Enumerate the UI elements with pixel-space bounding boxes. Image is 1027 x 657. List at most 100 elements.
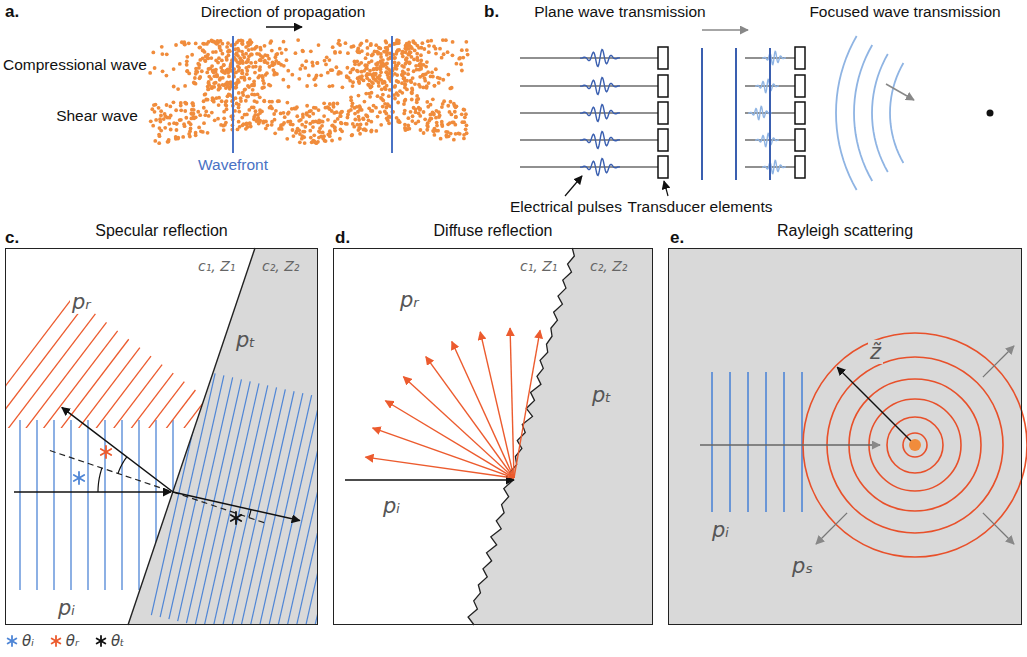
particle (418, 107, 422, 111)
wire (520, 112, 658, 113)
wire (520, 85, 658, 86)
incident-wavefront (138, 420, 139, 590)
particle (353, 62, 357, 66)
star-stroke (97, 639, 106, 644)
panel-title: Diffuse reflection (334, 222, 652, 240)
particle (172, 100, 176, 104)
transducer-element (795, 102, 805, 124)
particle (268, 84, 272, 88)
particle (204, 110, 208, 114)
particle (153, 66, 157, 70)
particle (395, 67, 399, 71)
angle-star (74, 472, 84, 484)
panel-frame: Diffuse reflection (333, 248, 653, 625)
transducer-element (658, 156, 668, 178)
particle (212, 100, 216, 104)
particle (350, 134, 354, 138)
transducer-element (795, 129, 805, 151)
scatter-direction (983, 346, 1014, 377)
focused-wavefront (854, 45, 872, 181)
particle (425, 123, 429, 127)
particle (245, 72, 249, 76)
particle (346, 51, 350, 55)
particle (415, 68, 419, 72)
transducer-element (658, 75, 668, 97)
particle (363, 100, 367, 104)
particle (451, 53, 455, 57)
particle (179, 101, 183, 105)
particle (183, 43, 187, 47)
particle (244, 99, 248, 103)
particle (413, 49, 417, 53)
particle (206, 131, 210, 135)
particle (366, 46, 370, 50)
particle (319, 134, 323, 138)
particle (300, 123, 304, 127)
particle (241, 123, 245, 127)
particle (185, 59, 189, 63)
distance-label: z̃ (868, 340, 883, 364)
wire (520, 139, 658, 140)
panel-letter: b. (484, 2, 499, 22)
particle (224, 104, 228, 108)
wave-label: pₜ (234, 328, 258, 352)
callout-label: Transducer elements (627, 198, 772, 216)
electrical-pulse (580, 159, 620, 176)
reflected-wavefront (92, 398, 207, 428)
particle (453, 110, 457, 114)
particle (395, 79, 399, 83)
particle (419, 128, 423, 132)
particle (192, 108, 196, 112)
particle (206, 88, 210, 92)
particle (245, 122, 249, 126)
particle (379, 67, 383, 71)
particle (240, 50, 244, 54)
particle (176, 137, 180, 141)
legend-swatch (50, 635, 62, 647)
incident-wavefront (783, 372, 785, 512)
particle (372, 67, 376, 71)
particle (297, 77, 301, 81)
particle (175, 128, 179, 132)
particle (416, 120, 420, 124)
particle (462, 107, 466, 111)
particle (227, 74, 231, 78)
particle (406, 124, 410, 128)
particle (219, 76, 223, 80)
particle (310, 61, 314, 65)
particle (203, 93, 207, 97)
particle (350, 68, 354, 72)
particle (465, 48, 469, 52)
particle (259, 48, 263, 52)
wire (520, 57, 658, 58)
particle (419, 67, 423, 71)
particle (258, 58, 262, 62)
particle (349, 45, 353, 49)
heading: Direction of propagation (201, 3, 366, 21)
row-label: Shear wave (56, 107, 138, 125)
particle (260, 86, 264, 90)
particle (247, 65, 251, 69)
particle (237, 69, 241, 73)
wave-label: pᵣ (70, 290, 93, 314)
panel-frame: Rayleigh scattering (668, 248, 1022, 625)
particle (425, 60, 429, 64)
particle (215, 42, 219, 46)
particle (285, 101, 289, 105)
panel-title: Specular reflection (6, 222, 317, 240)
particle (218, 46, 222, 50)
particle (338, 50, 342, 54)
focused-wavefront (836, 36, 857, 190)
particle (319, 73, 323, 77)
particle (247, 54, 251, 58)
incident-wavefront (729, 372, 731, 512)
star-stroke (101, 449, 111, 455)
particle (418, 62, 422, 66)
particle (328, 131, 332, 135)
particle (365, 39, 369, 43)
particle (167, 122, 171, 126)
panel-e-art (668, 248, 1027, 625)
electrical-pulse (755, 133, 779, 146)
